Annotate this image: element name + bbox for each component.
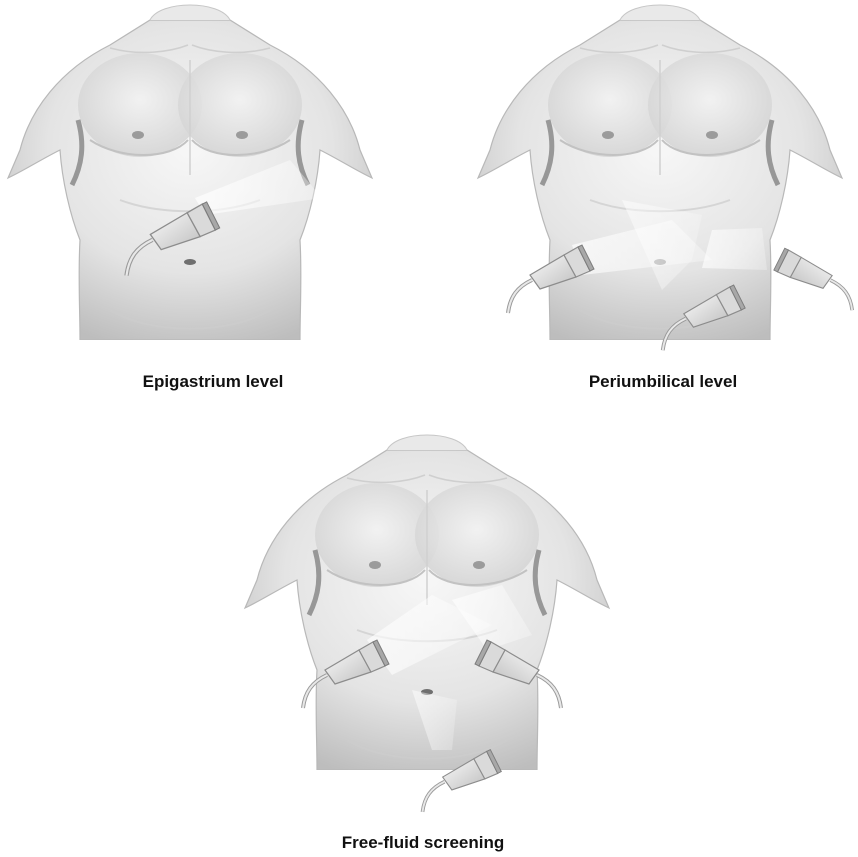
caption-free-fluid: Free-fluid screening	[342, 833, 504, 853]
panel-epigastrium	[0, 0, 380, 360]
torso-illustration	[462, 0, 858, 360]
panel-periumbilical	[462, 0, 858, 360]
torso-illustration	[0, 0, 380, 360]
ultrasound-probe-icon	[774, 248, 852, 310]
torso-illustration	[232, 430, 622, 830]
caption-periumbilical: Periumbilical level	[589, 372, 737, 392]
panel-free-fluid	[232, 430, 622, 830]
ultrasound-beam	[702, 228, 767, 270]
caption-epigastrium: Epigastrium level	[143, 372, 284, 392]
